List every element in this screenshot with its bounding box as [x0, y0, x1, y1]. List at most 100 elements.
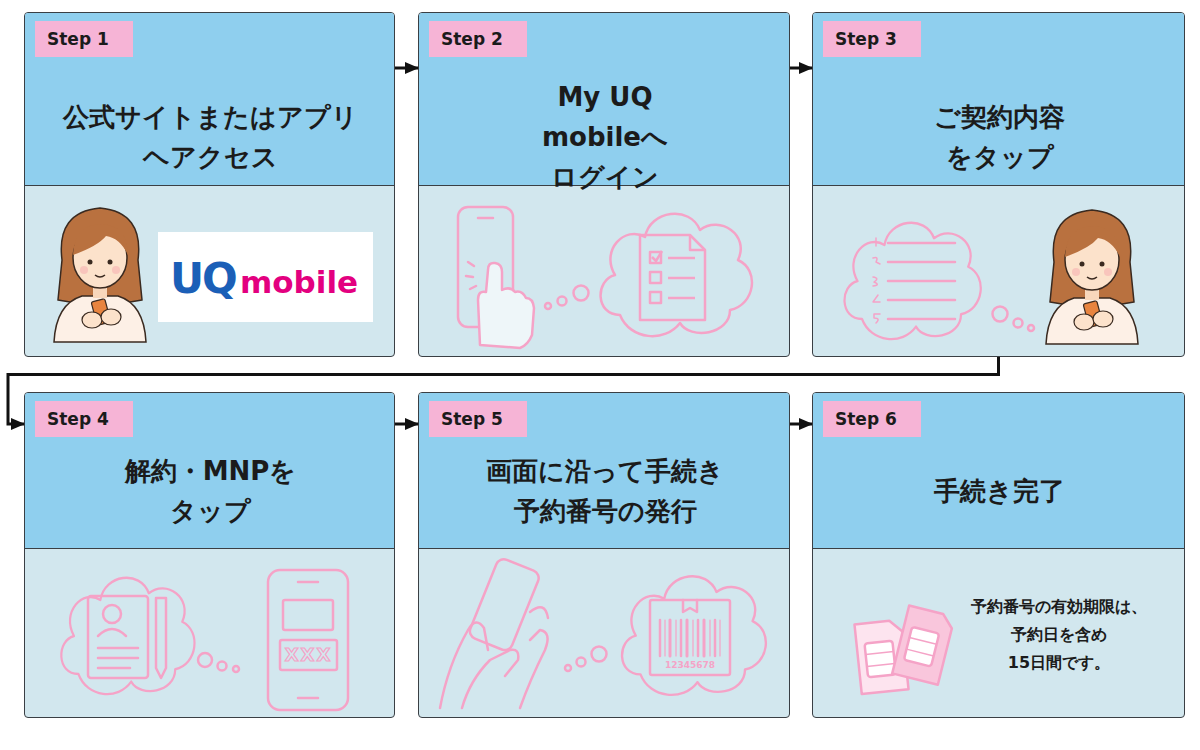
step-badge: Step 2: [429, 21, 527, 57]
brand-logo: [158, 232, 373, 322]
flow-arrow: [395, 67, 418, 70]
flow-arrow: [790, 423, 812, 426]
thought-cloud-part: [650, 272, 661, 283]
sim-card-icon-part: [907, 649, 934, 656]
phone-icon-part: [283, 600, 333, 630]
thought-cloud-part: [650, 600, 730, 675]
step-box: Step 5 画面に沿って手続き 予約番号の発行: [418, 392, 790, 718]
phone-icon: [268, 570, 348, 710]
thought-cloud-part: [601, 214, 752, 336]
thought-cloud-part: [683, 600, 697, 612]
thought-cloud-part: [680, 620, 683, 656]
woman-figure-part: [54, 208, 146, 342]
phone-icon-part: [268, 570, 348, 710]
thought-cloud-part: [873, 258, 880, 265]
sim-card-icon-part: [854, 620, 908, 695]
flow-arrow: [8, 357, 999, 424]
thought-cloud-part: [703, 620, 706, 656]
step-box: Step 3ご契約内容 をタップ: [812, 12, 1185, 357]
hands-phone-icon-part: [530, 607, 548, 618]
sim-card-icon-part: [909, 637, 936, 644]
thought-cloud-part: [888, 242, 955, 245]
thought-cloud-part: [675, 620, 676, 656]
step-title: 解約・MNPを タップ: [111, 449, 311, 533]
thought-cloud-part: [697, 620, 700, 656]
thought-cloud-part: [1028, 325, 1034, 331]
thought-cloud-part: [103, 605, 121, 623]
thought-cloud-part: [659, 620, 662, 656]
thought-cloud: [601, 214, 752, 336]
flow-arrow: [395, 423, 418, 426]
phone-tap-icon-part: [478, 263, 534, 348]
thought-cloud-part: [98, 647, 138, 650]
thought-cloud-part: [873, 277, 877, 286]
thought-cloud: [61, 578, 239, 694]
step-badge: Step 5: [429, 401, 527, 437]
phone-tap-icon-part: [468, 262, 474, 266]
woman-figure: [54, 208, 146, 342]
thought-cloud-part: [98, 667, 130, 670]
thought-cloud-part: [668, 277, 695, 280]
phone-icon-part: [298, 697, 318, 700]
thought-cloud-part: [686, 620, 689, 656]
thought-cloud-part: [61, 578, 194, 694]
thought-cloud-part: [650, 292, 661, 303]
thought-cloud-part: [218, 662, 227, 671]
step-title: 公式サイトまたはアプリ ヘアクセス: [51, 95, 371, 179]
thought-cloud-part: [198, 653, 212, 667]
thought-cloud-part: [719, 620, 720, 656]
step-title: My UQ mobileへ ログイン: [490, 95, 720, 179]
step-box: Step 6 手続き完了予約番号の有効期限は、 予約日を含め 15日間です。: [812, 392, 1185, 718]
thought-cloud-part: [875, 238, 877, 246]
thought-cloud-part: [640, 235, 705, 320]
thought-cloud-part: [709, 620, 710, 656]
thought-cloud-part: [668, 297, 695, 300]
woman-figure-part: [1046, 210, 1138, 344]
step-badge: Step 6: [823, 401, 921, 437]
thought-cloud-part: [888, 261, 955, 264]
thought-cloud-part: [652, 251, 662, 261]
thought-cloud-part: [98, 657, 138, 660]
note-text: 予約番号の有効期限は、 予約日を含め 15日間です。: [959, 593, 1159, 677]
thought-cloud-part: [845, 223, 981, 339]
sim-card-icon-part: [892, 605, 955, 684]
thought-cloud-part: [88, 596, 148, 678]
hands-phone-icon-part: [520, 630, 548, 708]
thought-cloud-part: [692, 620, 693, 656]
thought-cloud-part: [1014, 319, 1023, 328]
thought-cloud-part: [888, 299, 955, 302]
thought-cloud-part: [888, 318, 955, 321]
thought-cloud-part: [714, 620, 717, 656]
thought-cloud-part: [650, 252, 661, 263]
thought-cloud-part: [98, 629, 126, 636]
phone-tap-icon-part: [466, 276, 473, 277]
thought-cloud-part: [664, 620, 665, 656]
hands-phone-icon-part: [467, 557, 541, 653]
step-box: Step 4解約・MNPを タップ: [24, 392, 395, 718]
sim-card-icon-part: [867, 663, 895, 666]
woman-figure: [1046, 210, 1138, 344]
phone-icon-part: [298, 581, 318, 584]
thought-cloud: [845, 223, 1034, 339]
phone-tap-icon-part: [470, 286, 476, 289]
thought-cloud-part: [233, 666, 239, 672]
sim-card-icon: [854, 605, 954, 694]
thought-cloud-part: [873, 295, 880, 302]
step-badge: Step 1: [35, 21, 133, 57]
thought-cloud-part: [874, 314, 880, 323]
thought-cloud-part: [156, 598, 166, 678]
phone-tap-icon-part: [558, 297, 567, 306]
thought-cloud-part: [888, 280, 955, 283]
phone-tap-icon-part: [574, 286, 589, 301]
thought-cloud: [622, 576, 766, 695]
step-title: ご契約内容 をタップ: [915, 95, 1085, 179]
hands-phone-icon-part: [577, 658, 586, 667]
step-title: 手続き完了: [850, 449, 1150, 533]
phone-icon-part: [280, 640, 337, 670]
phone-tap-icon-part: [478, 217, 493, 220]
step-title: 画面に沿って手続き 予約番号の発行: [470, 449, 740, 533]
phone-tap-icon: [458, 207, 589, 348]
brand-logo-part: [158, 232, 373, 322]
